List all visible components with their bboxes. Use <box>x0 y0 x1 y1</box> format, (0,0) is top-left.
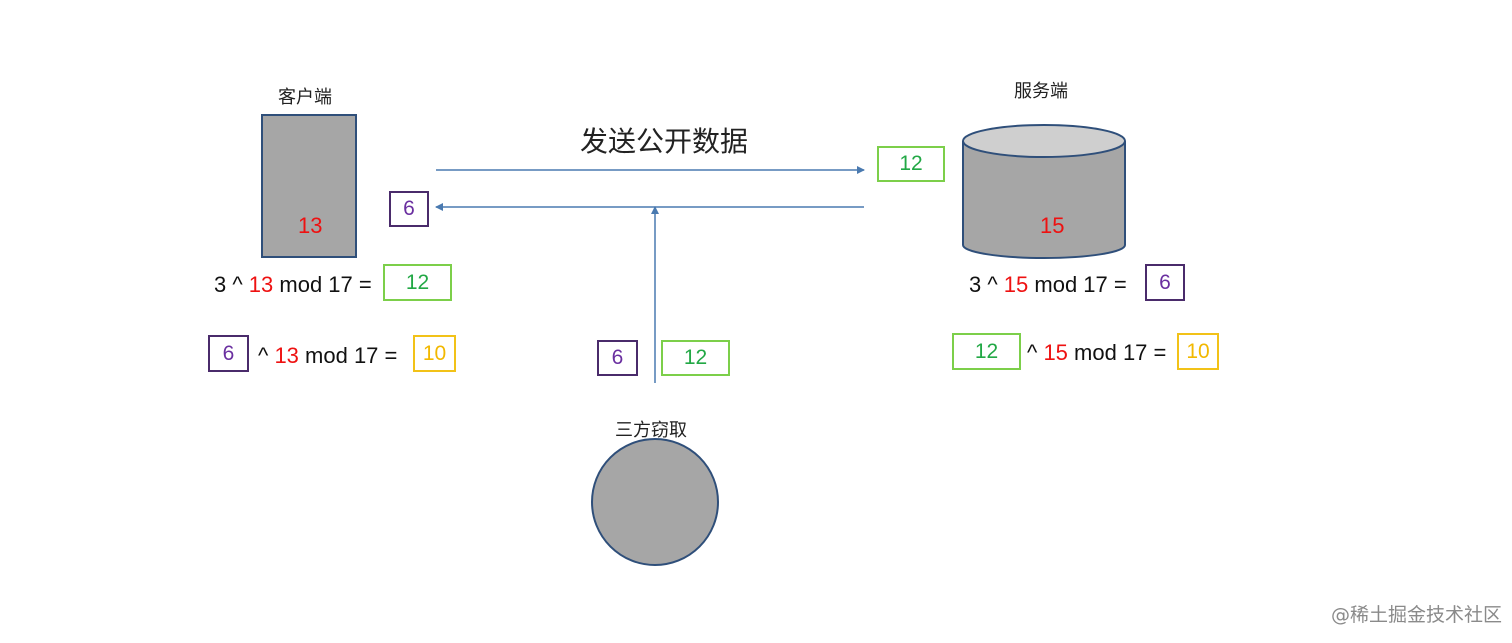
eq-base: 3 ^ <box>214 272 249 297</box>
client-equation-2: ^ 13 mod 17 = <box>258 343 397 369</box>
eq-op: ^ <box>258 343 275 368</box>
client-eq2-result: 10 <box>413 335 456 372</box>
server-eq2-base: 12 <box>952 333 1021 370</box>
box-sent-to-client: 6 <box>389 191 429 227</box>
server-eq1-result: 6 <box>1145 264 1185 301</box>
eq-exponent: 15 <box>1043 340 1068 365</box>
eq-rest: mod 17 = <box>1028 272 1127 297</box>
eq-rest: mod 17 = <box>273 272 372 297</box>
channel-title: 发送公开数据 <box>580 125 749 158</box>
server-equation-2: ^ 15 mod 17 = <box>1027 340 1166 366</box>
box-intercepted-b: 12 <box>661 340 730 376</box>
client-rect <box>261 114 357 258</box>
client-eq1-result: 12 <box>383 264 452 301</box>
client-label: 客户端 <box>278 87 332 108</box>
eq-rest: mod 17 = <box>298 343 398 368</box>
box-intercepted-a: 6 <box>597 340 638 376</box>
server-secret: 15 <box>1040 213 1065 238</box>
server-cylinder <box>962 124 1126 259</box>
server-equation-1: 3 ^ 15 mod 17 = <box>969 272 1127 298</box>
client-secret: 13 <box>298 213 323 238</box>
eq-base: 3 ^ <box>969 272 1004 297</box>
eavesdropper-circle <box>591 438 719 566</box>
server-label: 服务端 <box>1014 81 1068 102</box>
eq-exponent: 15 <box>1003 272 1029 297</box>
server-eq2-result: 10 <box>1177 333 1219 370</box>
eq-exponent: 13 <box>248 272 274 297</box>
watermark: @稀土掘金技术社区 <box>1331 604 1503 626</box>
eq-rest: mod 17 = <box>1067 340 1167 365</box>
eq-op: ^ <box>1027 340 1044 365</box>
client-equation-1: 3 ^ 13 mod 17 = <box>214 272 372 298</box>
box-sent-to-server: 12 <box>877 146 945 182</box>
client-eq2-base: 6 <box>208 335 249 372</box>
eq-exponent: 13 <box>274 343 299 368</box>
eavesdropper-label: 三方窃取 <box>615 420 687 441</box>
